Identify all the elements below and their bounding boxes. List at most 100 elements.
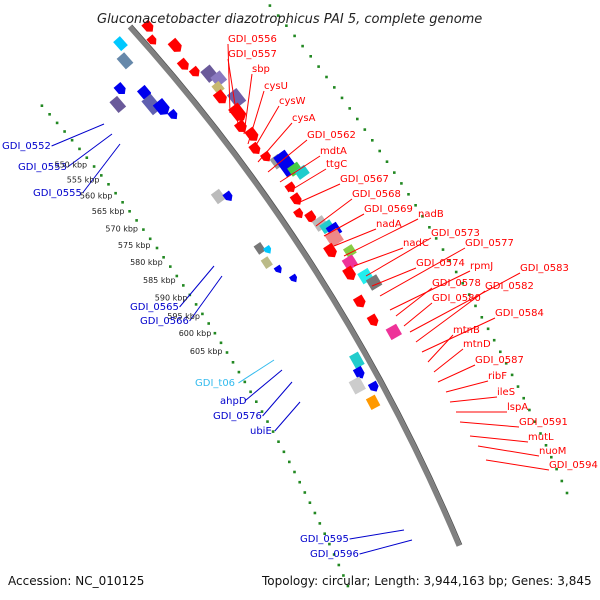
tick-dot xyxy=(448,259,451,263)
forward-gene xyxy=(248,141,261,155)
forward-gene-label[interactable]: GDI_0582 xyxy=(485,281,534,292)
tick-dot xyxy=(480,316,484,319)
forward-gene-label[interactable]: GDI_0569 xyxy=(364,204,413,215)
tick-dot xyxy=(293,470,296,474)
tick-dot xyxy=(467,293,471,296)
forward-gene xyxy=(260,150,271,162)
map-title: Gluconacetobacter diazotrophicus PAI 5, … xyxy=(97,12,482,27)
reverse-gene xyxy=(352,365,365,379)
forward-gene-label[interactable]: GDI_0574 xyxy=(416,258,465,269)
forward-gene-label[interactable]: lspA xyxy=(507,402,528,413)
forward-gene-label[interactable]: cysU xyxy=(264,81,288,92)
scale-label: 595 kbp xyxy=(167,312,200,321)
reverse-gene xyxy=(263,245,272,254)
forward-gene-label[interactable]: sbp xyxy=(252,64,270,75)
tick-dot xyxy=(317,65,320,68)
reverse-gene xyxy=(273,264,282,274)
tick-dot xyxy=(201,312,204,316)
tick-dot xyxy=(565,491,569,495)
forward-gene-label[interactable]: rpmJ xyxy=(470,261,493,272)
reverse-gene-label[interactable]: GDI_0553 xyxy=(18,162,67,173)
scale-label: 600 kbp xyxy=(179,329,212,338)
forward-gene-label[interactable]: GDI_0556 xyxy=(228,34,277,45)
tick-dot xyxy=(301,44,304,48)
reverse-gene xyxy=(109,95,127,113)
callout-line xyxy=(415,290,486,343)
tick-dot xyxy=(107,183,110,186)
tick-dot xyxy=(516,385,520,388)
reverse-gene-label[interactable]: ubiE xyxy=(250,426,272,437)
tick-dot xyxy=(363,128,367,131)
reverse-gene xyxy=(116,52,134,70)
forward-gene-label[interactable]: GDI_0562 xyxy=(307,130,356,141)
forward-gene-label[interactable]: nuoM xyxy=(539,446,566,457)
forward-gene-label[interactable]: GDI_0594 xyxy=(549,460,598,471)
callout-line xyxy=(179,265,215,308)
reverse-gene-label[interactable]: GDI_t06 xyxy=(195,378,235,389)
reverse-gene-label[interactable]: GDI_0555 xyxy=(33,188,82,199)
forward-gene-label[interactable]: GDI_0584 xyxy=(495,308,544,319)
forward-gene-label[interactable]: ileS xyxy=(497,387,515,398)
callout-line xyxy=(449,396,498,403)
tick-dot xyxy=(499,350,502,354)
forward-gene-label[interactable]: cysW xyxy=(279,96,306,107)
callout-line xyxy=(365,237,432,277)
callout-line xyxy=(427,334,454,363)
forward-gene-label[interactable]: GDI_0573 xyxy=(431,228,480,239)
forward-gene-label[interactable]: mdtA xyxy=(320,146,347,157)
tick-dot xyxy=(182,284,185,287)
tick-dot xyxy=(237,370,241,374)
forward-gene-label[interactable]: GDI_0578 xyxy=(432,278,481,289)
reverse-gene-label[interactable]: GDI_0552 xyxy=(2,141,51,152)
forward-gene xyxy=(352,294,366,308)
callout-line xyxy=(371,267,417,287)
reverse-gene-label[interactable]: GDI_0596 xyxy=(310,549,359,560)
forward-gene-label[interactable]: GDI_0587 xyxy=(475,355,524,366)
callout-line xyxy=(227,58,239,125)
forward-gene-label[interactable]: GDI_0577 xyxy=(465,238,514,249)
reverse-gene-label[interactable]: GDI_0576 xyxy=(213,411,262,422)
tick-dot xyxy=(346,584,350,588)
callout-line xyxy=(274,401,301,432)
forward-gene-label[interactable]: GDI_0583 xyxy=(520,263,569,274)
genome-backbone xyxy=(127,24,463,547)
forward-gene-label[interactable]: nadA xyxy=(376,219,402,230)
tick-dot xyxy=(92,165,96,168)
forward-gene-label[interactable]: ttgC xyxy=(326,159,347,170)
tick-dot xyxy=(533,420,537,423)
reverse-gene-label[interactable]: GDI_0595 xyxy=(300,534,349,545)
reverse-gene-label[interactable]: ahpD xyxy=(220,396,247,407)
forward-gene-label[interactable]: mtnD xyxy=(463,339,491,350)
tick-dot xyxy=(303,491,307,494)
forward-gene xyxy=(385,323,402,341)
forward-gene xyxy=(226,88,247,108)
forward-gene-label[interactable]: GDI_0568 xyxy=(352,189,401,200)
forward-gene-label[interactable]: mutL xyxy=(528,432,554,443)
forward-gene-label[interactable]: GDI_0591 xyxy=(519,417,568,428)
forward-gene-label[interactable]: mtnB xyxy=(453,325,480,336)
forward-gene xyxy=(294,164,310,180)
forward-gene-label[interactable]: GDI_0567 xyxy=(340,174,389,185)
scale-label: 555 kbp xyxy=(67,176,100,185)
tick-dot xyxy=(148,237,152,241)
forward-gene-label[interactable]: cysA xyxy=(292,113,316,124)
callout-line xyxy=(82,143,121,194)
forward-gene-label[interactable]: GDI_0557 xyxy=(228,49,277,60)
forward-gene xyxy=(141,19,154,32)
scale-label: 550 kbp xyxy=(55,161,88,170)
callout-line xyxy=(238,359,275,384)
forward-gene-label[interactable]: ribF xyxy=(488,371,507,382)
forward-gene-label[interactable]: nadB xyxy=(418,209,444,220)
forward-gene-label[interactable]: nadC xyxy=(403,238,429,249)
reverse-gene xyxy=(136,84,152,100)
callout-line xyxy=(349,529,405,540)
tick-dot xyxy=(400,182,403,185)
tick-dot xyxy=(266,420,269,423)
tick-dot xyxy=(260,410,264,413)
reverse-gene-label[interactable]: GDI_0565 xyxy=(130,302,179,313)
reverse-gene-label[interactable]: GDI_0566 xyxy=(140,316,189,327)
tick-dot xyxy=(207,322,210,325)
forward-gene-label[interactable]: GDI_0580 xyxy=(432,293,481,304)
tick-dot xyxy=(255,400,258,403)
reverse-gene xyxy=(113,36,128,52)
